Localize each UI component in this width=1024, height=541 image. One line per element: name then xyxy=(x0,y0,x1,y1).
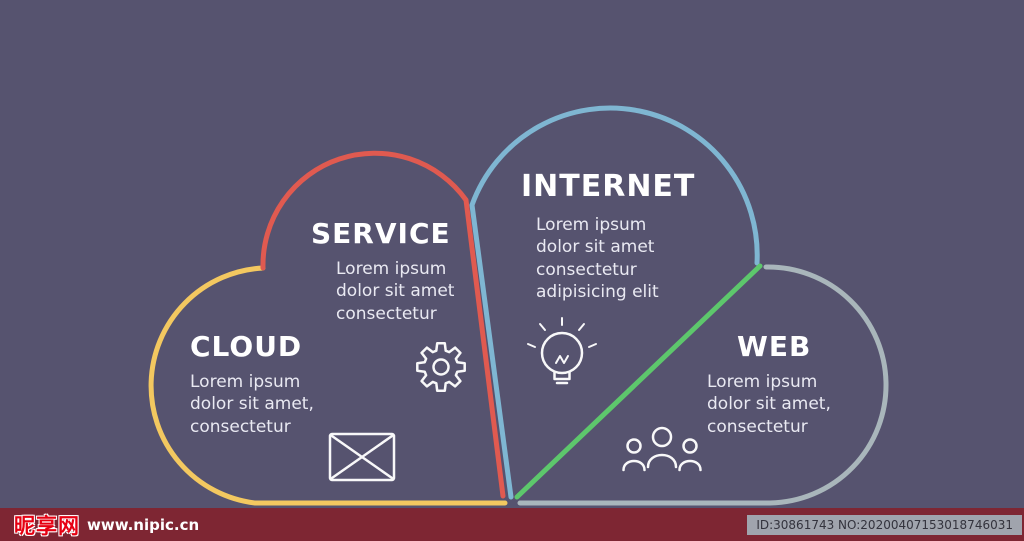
cloud-title: CLOUD xyxy=(190,330,303,363)
web-arc xyxy=(517,264,889,506)
site-logo-text: 昵享网 xyxy=(14,513,80,538)
service-arc xyxy=(260,150,506,499)
internet-title: INTERNET xyxy=(521,169,696,204)
web-divider-line xyxy=(514,263,763,500)
internet-body-text: Lorem ipsum dolor sit amet consectetur a… xyxy=(536,215,659,303)
cloud-arc xyxy=(148,265,508,506)
users-icon xyxy=(622,426,702,472)
web-body-text: Lorem ipsum dolor sit amet, consectetur xyxy=(707,372,831,437)
lightbulb-icon xyxy=(527,317,597,385)
gear-icon xyxy=(416,342,466,392)
service-title: SERVICE xyxy=(311,217,451,250)
site-url-text: www.nipic.cn xyxy=(87,515,200,534)
internet-arc xyxy=(469,105,760,500)
service-body-text: Lorem ipsum dolor sit amet consectetur xyxy=(336,259,455,324)
watermark-bar: 昵享网 www.nipic.cn ID:30861743 NO:20200407… xyxy=(0,508,1024,541)
web-title: WEB xyxy=(737,330,812,363)
envelope-icon xyxy=(328,432,396,482)
image-id-badge: ID:30861743 NO:20200407153018746031 xyxy=(747,514,1022,535)
cloud-body-text: Lorem ipsum dolor sit amet, consectetur xyxy=(190,372,314,437)
